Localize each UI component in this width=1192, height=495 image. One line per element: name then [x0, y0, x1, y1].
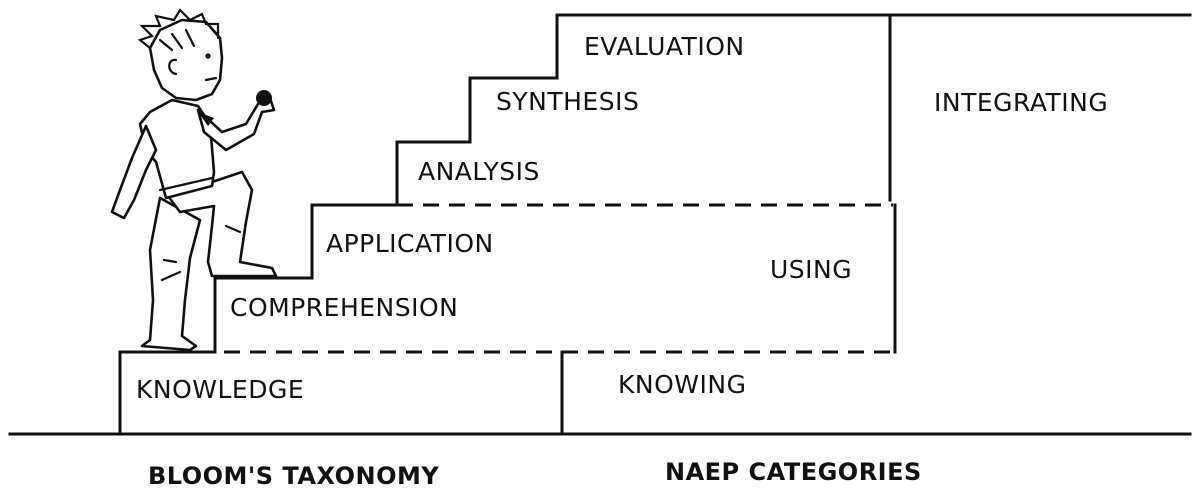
climbing-boy-illustration — [110, 8, 278, 352]
boy-mouth — [204, 76, 218, 82]
naep-category-knowing: KNOWING — [618, 370, 746, 399]
naep-category-integrating: INTEGRATING — [934, 88, 1108, 117]
boy-hair — [137, 8, 220, 50]
boy-belt — [158, 176, 214, 192]
boy-rear-arm — [110, 124, 158, 220]
boy-front-arm — [196, 96, 276, 152]
boy-eye — [205, 53, 211, 59]
bloom-level-comprehension: COMPREHENSION — [230, 293, 458, 322]
naep-categories-title: NAEP CATEGORIES — [665, 458, 922, 486]
boy-front-leg — [166, 170, 278, 278]
bloom-level-application: APPLICATION — [326, 229, 494, 258]
boy-fist — [256, 90, 272, 106]
bloom-level-analysis: ANALYSIS — [418, 157, 540, 186]
boy-trouser-creases — [160, 224, 242, 282]
bloom-level-knowledge: KNOWLEDGE — [136, 375, 304, 404]
boy-hair-strands — [158, 28, 196, 52]
boy-collar — [198, 112, 214, 126]
bloom-level-evaluation: EVALUATION — [584, 32, 745, 61]
bloom-level-synthesis: SYNTHESIS — [496, 87, 639, 116]
naep-category-using: USING — [770, 255, 852, 284]
boy-back-leg — [140, 196, 202, 352]
bloom-taxonomy-title: BLOOM'S TAXONOMY — [148, 462, 439, 490]
boy-ear — [168, 58, 178, 76]
